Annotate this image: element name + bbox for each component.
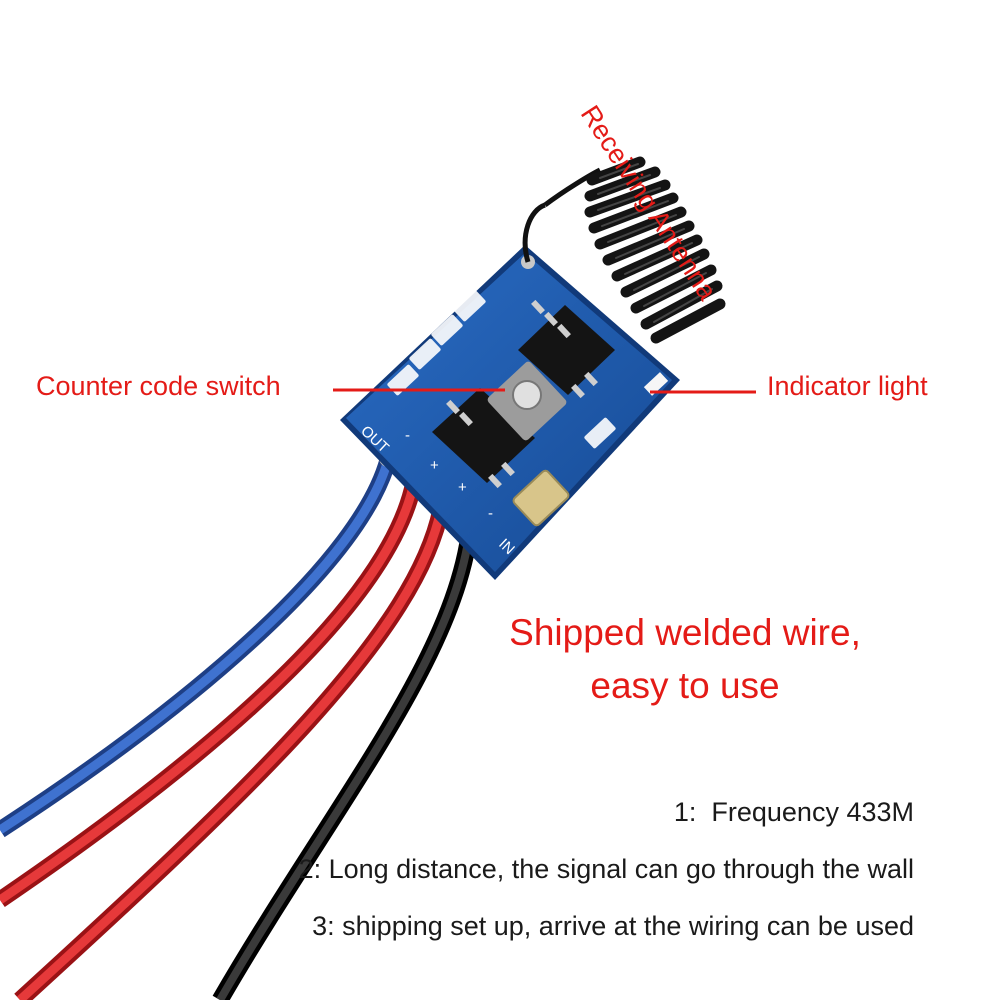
- feature-item-1: 1: Frequency 433M: [673, 797, 914, 827]
- board-minus-label-2: -: [488, 505, 493, 522]
- tactile-switch: [487, 361, 567, 441]
- headline-line-2: easy to use: [590, 665, 780, 706]
- board-minus-label: -: [405, 427, 410, 444]
- headline-line-1: Shipped welded wire,: [509, 612, 861, 653]
- crystal-oscillator: [512, 469, 570, 527]
- indicator-led: [643, 372, 669, 396]
- counter-code-switch-label: Counter code switch: [36, 371, 281, 401]
- board-plus-label-2: +: [458, 479, 467, 496]
- feature-list: 1: Frequency 433M 2: Long distance, the …: [299, 784, 914, 955]
- receiving-antenna-coil: [522, 156, 726, 344]
- headline: Shipped welded wire, easy to use: [0, 606, 1000, 712]
- pcb-board: OUT - + + - IN: [340, 245, 680, 580]
- ic-chip-1: [518, 305, 615, 395]
- feature-item-3: 3: shipping set up, arrive at the wiring…: [312, 911, 914, 941]
- board-plus-label-1: +: [430, 457, 439, 474]
- feature-item-2: 2: Long distance, the signal can go thro…: [298, 854, 914, 884]
- indicator-light-label: Indicator light: [767, 371, 928, 401]
